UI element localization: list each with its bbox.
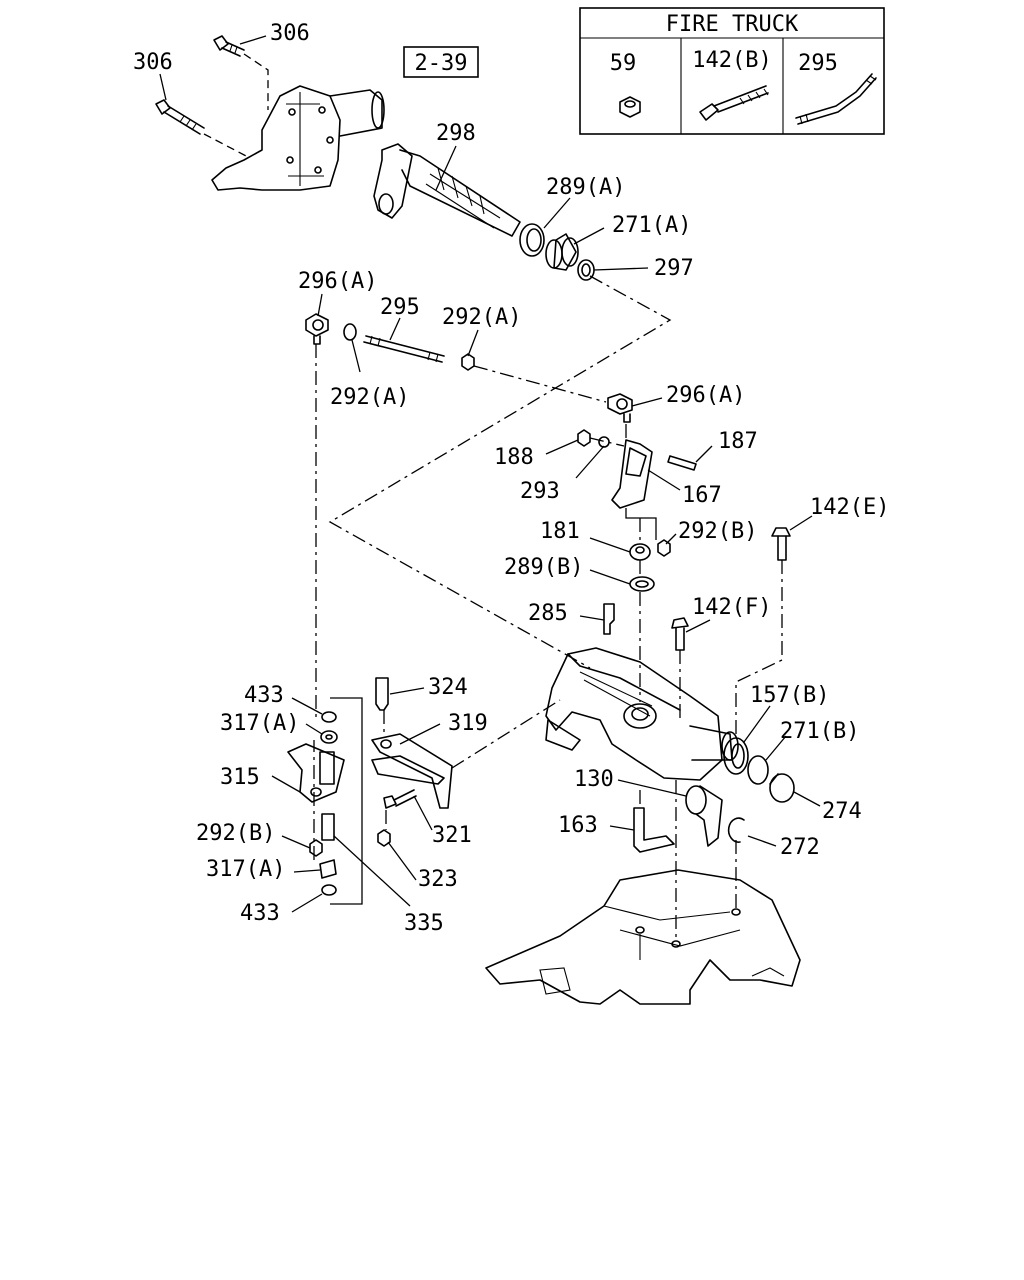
bolt-142f-drawing <box>671 617 689 651</box>
callout-292a-right: 292(A) <box>442 305 521 330</box>
bolt-306-left-drawing <box>155 99 205 135</box>
callout-297: 297 <box>654 256 694 281</box>
callout-142f: 142(F) <box>692 595 771 620</box>
callout-323: 323 <box>418 867 458 892</box>
callout-285: 285 <box>528 601 568 626</box>
assembly-bracket-line <box>330 697 363 905</box>
callout-157b: 157(B) <box>750 683 829 708</box>
bolt-306-top-guide <box>243 53 269 110</box>
callout-317a-bottom: 317(A) <box>206 857 285 882</box>
reference-label: 2-39 <box>415 51 468 76</box>
callout-289b: 289(B) <box>504 555 583 580</box>
ring-433-top-drawing <box>321 711 337 723</box>
lever-163-drawing <box>633 807 675 853</box>
shaft-130-drawing <box>685 785 723 847</box>
callout-181: 181 <box>540 519 580 544</box>
callout-306-left: 306 <box>133 50 173 75</box>
callout-188: 188 <box>494 445 534 470</box>
callout-433-bottom: 433 <box>240 901 280 926</box>
nut-188-drawing <box>577 429 591 447</box>
callout-298: 298 <box>436 121 476 146</box>
nut-292b-lower-drawing <box>309 839 323 857</box>
seal-289b-drawing <box>629 576 655 592</box>
fire-truck-inset: FIRE TRUCK 59 142(B) 295 <box>579 7 885 135</box>
rod-295-drawing <box>363 335 445 363</box>
inset-item-142b-label: 142(B) <box>692 48 771 73</box>
callout-319: 319 <box>448 711 488 736</box>
ring-433-bottom-drawing <box>321 884 337 896</box>
bracket-315-drawing <box>287 743 345 803</box>
callout-274: 274 <box>822 799 862 824</box>
callout-296a-top: 296(A) <box>298 269 377 294</box>
bolt-321-drawing <box>383 789 417 809</box>
snap-ring-272-drawing <box>727 817 745 843</box>
callout-289a: 289(A) <box>546 175 625 200</box>
cap-274-drawing <box>769 773 795 803</box>
callout-321: 321 <box>432 823 472 848</box>
inset-bolt-drawing <box>699 85 769 121</box>
transmission-base-drawing <box>485 869 801 1005</box>
inset-rod-drawing <box>795 73 877 125</box>
callout-292b-lower: 292(B) <box>196 821 275 846</box>
washer-293-drawing <box>598 436 610 448</box>
inset-nut-drawing <box>619 96 641 118</box>
bearing-157b-drawing <box>723 737 749 775</box>
bushing-271a-drawing <box>545 233 579 271</box>
bushing-317a-top-drawing <box>320 730 338 744</box>
bolt-324-drawing <box>375 677 389 711</box>
callout-317a-top: 317(A) <box>220 711 299 736</box>
pin-285-drawing <box>603 603 615 635</box>
nut-323-drawing <box>377 829 391 847</box>
bushing-317a-bottom-drawing <box>319 859 337 879</box>
callout-335: 335 <box>404 911 444 936</box>
shift-housing-drawing <box>545 647 739 781</box>
inset-item-59-label: 59 <box>610 51 637 76</box>
nut-292a-left-drawing <box>343 323 357 341</box>
callout-293: 293 <box>520 479 560 504</box>
guide-lines <box>313 275 783 940</box>
spacer-335-drawing <box>321 813 335 841</box>
callout-271a: 271(A) <box>612 213 691 238</box>
bolt-306-top-drawing <box>213 35 245 57</box>
reference-2-39: 2-39 <box>403 46 479 78</box>
bolt-142e-drawing <box>771 527 791 561</box>
pin-187-drawing <box>667 455 697 471</box>
callout-272: 272 <box>780 835 820 860</box>
collar-181-drawing <box>629 543 651 561</box>
callout-296a-right: 296(A) <box>666 383 745 408</box>
callout-163: 163 <box>558 813 598 838</box>
callout-labels: 306 306 298 289(A) 271(A) 297 296(A) 295… <box>133 21 889 936</box>
shift-shaft-298-drawing <box>373 143 521 237</box>
callout-130: 130 <box>574 767 614 792</box>
callout-324: 324 <box>428 675 468 700</box>
callout-167: 167 <box>682 483 722 508</box>
callout-142e: 142(E) <box>810 495 889 520</box>
oil-seal-289a-drawing <box>519 223 545 257</box>
callout-292a-left: 292(A) <box>330 385 409 410</box>
nut-292a-right-drawing <box>461 353 475 371</box>
ball-joint-296a-left-drawing <box>305 313 329 345</box>
callout-187: 187 <box>718 429 758 454</box>
ball-joint-296a-right-drawing <box>607 393 633 423</box>
bracket-319-drawing <box>371 733 453 809</box>
inset-item-295-label: 295 <box>798 51 838 76</box>
inset-title: FIRE TRUCK <box>666 12 799 37</box>
leader-lines <box>159 35 821 913</box>
transmission-case-drawing <box>211 85 385 191</box>
callout-292b-upper: 292(B) <box>678 519 757 544</box>
callout-271b: 271(B) <box>780 719 859 744</box>
bushing-271b-drawing <box>747 755 769 785</box>
nut-292b-upper-drawing <box>657 539 671 557</box>
callout-306-top: 306 <box>270 21 310 46</box>
callout-315: 315 <box>220 765 260 790</box>
bolt-306-left-guide <box>203 133 251 159</box>
callout-433-top: 433 <box>244 683 284 708</box>
lever-167-drawing <box>611 439 653 509</box>
callout-295: 295 <box>380 295 420 320</box>
